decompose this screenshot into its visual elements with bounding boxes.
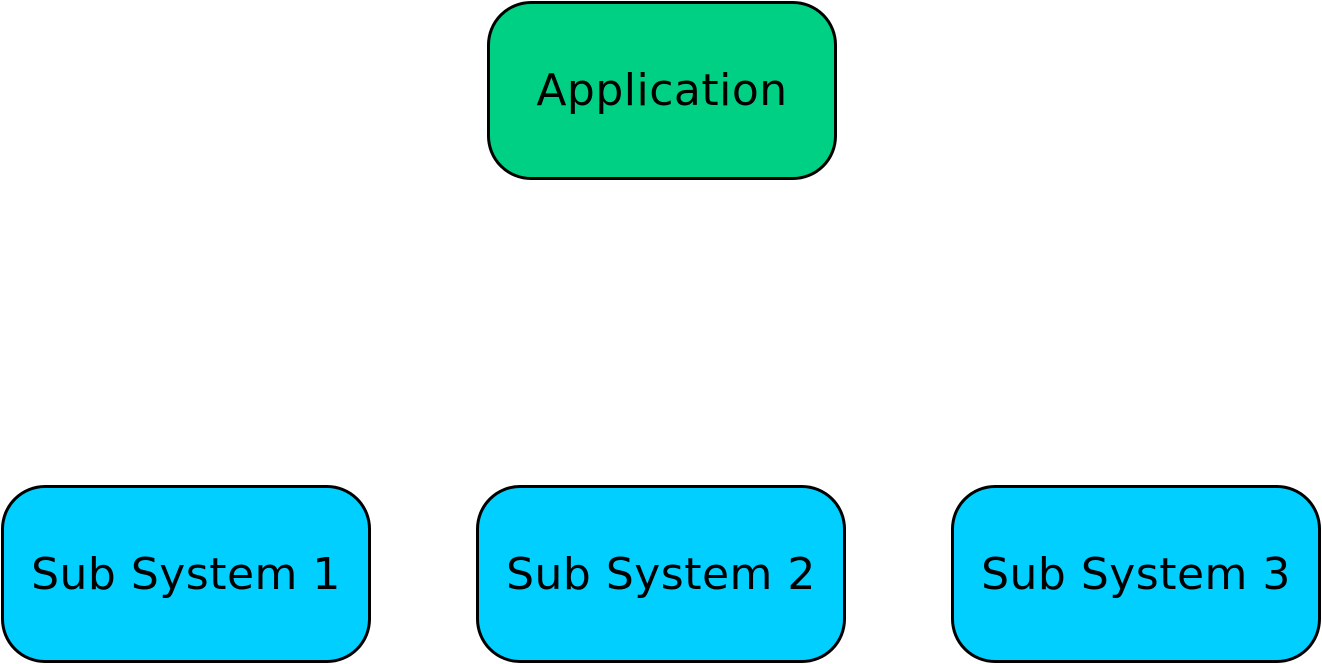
subsystem-1-label: Sub System 1 — [31, 548, 341, 600]
subsystem-2-node: Sub System 2 — [476, 485, 846, 663]
application-node: Application — [487, 1, 837, 180]
subsystem-2-label: Sub System 2 — [506, 548, 816, 600]
application-node-label: Application — [536, 65, 788, 116]
subsystem-3-node: Sub System 3 — [951, 485, 1321, 663]
subsystem-3-label: Sub System 3 — [981, 548, 1291, 600]
subsystem-1-node: Sub System 1 — [1, 485, 371, 663]
